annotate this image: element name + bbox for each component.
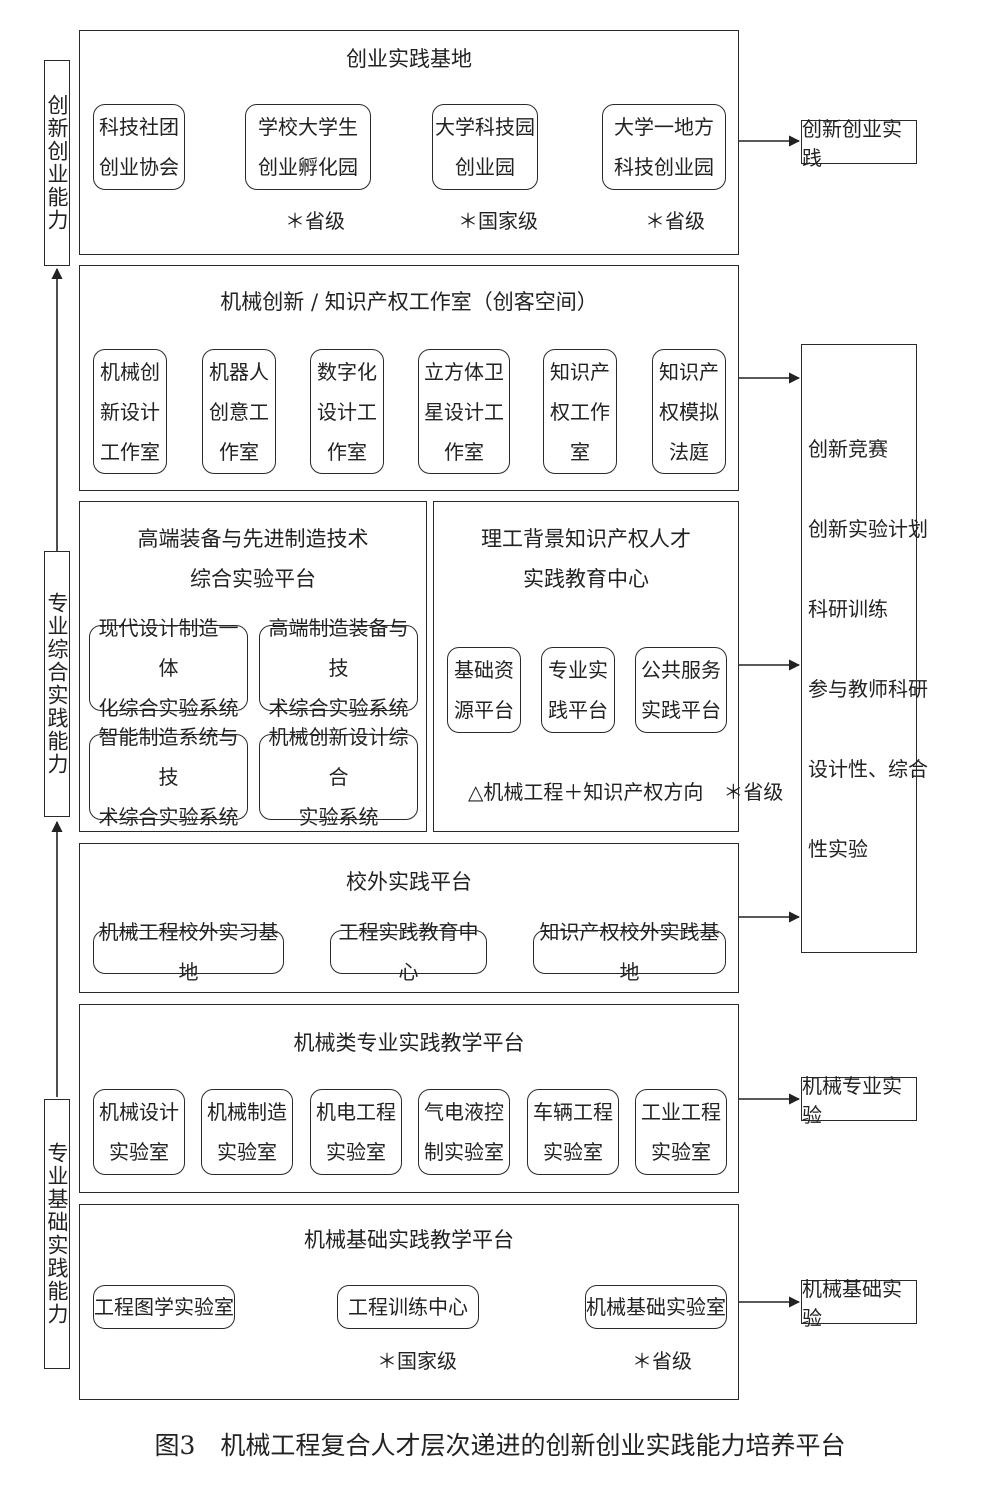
level-note: ＊省级 <box>645 209 705 233</box>
system-item: 现代设计制造一体 化综合实验系统 <box>89 616 248 720</box>
offcampus-item: 知识产权校外实践基地 <box>533 920 726 984</box>
activity-item: 参与教师科研 <box>808 677 928 701</box>
panel-title: 机械类专业实践教学平台 <box>293 1031 525 1055</box>
ability-innovation: 创新创业能力 <box>44 60 70 266</box>
panel-title: 机械基础实践教学平台 <box>304 1228 514 1252</box>
base-item: 大学科技园 创业园 <box>432 104 538 190</box>
studio-item: 立方体卫 星设计工 作室 <box>418 349 510 474</box>
foundation-item: 工程训练中心 <box>337 1285 479 1329</box>
panel-title: 机械创新 / 知识产权工作室（创客空间） <box>220 290 598 314</box>
lab-item: 工业工程 实验室 <box>635 1089 727 1175</box>
activity-item: 创新实验计划 <box>808 517 928 541</box>
lab-item: 气电液控 制实验室 <box>418 1089 510 1175</box>
offcampus-item: 机械工程校外实习基地 <box>93 920 284 984</box>
activity-item: 性实验 <box>808 837 868 861</box>
figure-caption: 图3 机械工程复合人才层次递进的创新创业实践能力培养平台 <box>154 1431 846 1460</box>
system-item: 智能制造系统与技 术综合实验系统 <box>89 725 248 829</box>
activity-item: 科研训练 <box>808 597 888 621</box>
level-note: ＊国家级 <box>377 1349 457 1373</box>
panel-title: 创业实践基地 <box>346 47 472 71</box>
panel-ip-education-center: 理工背景知识产权人才 实践教育中心 基础资 源平台 专业实 践平台 公共服务 实… <box>433 501 783 832</box>
panel-entrepreneurship-base: 创业实践基地 科技社团 创业协会 学校大学生 创业孵化园 大学科技园 创业园 大… <box>79 30 739 255</box>
output-professional-experiment: 机械专业实验 <box>801 1074 917 1127</box>
lab-item: 机械设计 实验室 <box>93 1089 185 1175</box>
level-note: ＊省级 <box>285 209 345 233</box>
studio-item: 机器人 创意工 作室 <box>202 349 276 474</box>
panel-title: 高端装备与先进制造技术 综合实验平台 <box>137 527 369 591</box>
ability-foundation-label: 专业基础实践能力 <box>45 1142 69 1326</box>
direction-note: △机械工程＋知识产权方向 ＊省级 <box>468 780 784 804</box>
foundation-item: 机械基础实验室 <box>585 1285 727 1329</box>
output-label: 创新创业实践 <box>802 117 902 170</box>
ability-comprehensive: 专业综合实践能力 <box>44 551 70 817</box>
offcampus-item: 工程实践教育中心 <box>330 920 487 984</box>
lab-item: 机电工程 实验室 <box>310 1089 402 1175</box>
center-item: 公共服务 实践平台 <box>635 647 727 733</box>
panel-advanced-manufacturing: 高端装备与先进制造技术 综合实验平台 现代设计制造一体 化综合实验系统 高端制造… <box>79 501 427 832</box>
activity-item: 创新竞赛 <box>808 437 888 461</box>
ability-innovation-label: 创新创业能力 <box>45 94 69 232</box>
center-item: 专业实 践平台 <box>541 647 615 733</box>
output-activity-list: 创新竞赛 创新实验计划 科研训练 参与教师科研 设计性、综合 性实验 <box>801 344 928 953</box>
panel-studios: 机械创新 / 知识产权工作室（创客空间） 机械创 新设计 工作室 机器人 创意工… <box>79 265 739 491</box>
panel-title: 理工背景知识产权人才 实践教育中心 <box>481 527 691 591</box>
level-note: ＊省级 <box>632 1349 692 1373</box>
system-item: 机械创新设计综合 实验系统 <box>259 725 418 829</box>
output-innovation-practice: 创新创业实践 <box>801 117 917 170</box>
base-item: 学校大学生 创业孵化园 <box>245 104 371 190</box>
activity-item: 设计性、综合 <box>808 757 928 781</box>
panel-foundation-teaching: 机械基础实践教学平台 工程图学实验室 工程训练中心 机械基础实验室 ＊国家级 ＊… <box>79 1204 739 1400</box>
base-item: 大学一地方 科技创业园 <box>602 104 726 190</box>
output-label: 机械基础实验 <box>802 1277 902 1330</box>
center-item: 基础资 源平台 <box>447 647 521 733</box>
foundation-item: 工程图学实验室 <box>93 1285 235 1329</box>
panel-title: 校外实践平台 <box>346 870 472 894</box>
lab-item: 机械制造 实验室 <box>201 1089 293 1175</box>
studio-item: 机械创 新设计 工作室 <box>93 349 167 474</box>
output-label: 机械专业实验 <box>802 1074 902 1127</box>
studio-item: 知识产 权工作 室 <box>543 349 617 474</box>
ability-comprehensive-label: 专业综合实践能力 <box>45 592 69 776</box>
studio-item: 知识产 权模拟 法庭 <box>652 349 726 474</box>
panel-professional-teaching: 机械类专业实践教学平台 机械设计 实验室 机械制造 实验室 机电工程 实验室 气… <box>79 1004 739 1193</box>
output-basic-experiment: 机械基础实验 <box>801 1277 917 1330</box>
panel-offcampus: 校外实践平台 机械工程校外实习基地 工程实践教育中心 知识产权校外实践基地 <box>79 843 739 993</box>
base-item: 科技社团 创业协会 <box>93 104 185 190</box>
ability-foundation: 专业基础实践能力 <box>44 1099 70 1369</box>
system-item: 高端制造装备与技 术综合实验系统 <box>259 616 418 720</box>
level-note: ＊国家级 <box>458 209 538 233</box>
lab-item: 车辆工程 实验室 <box>527 1089 619 1175</box>
studio-item: 数字化 设计工 作室 <box>310 349 384 474</box>
